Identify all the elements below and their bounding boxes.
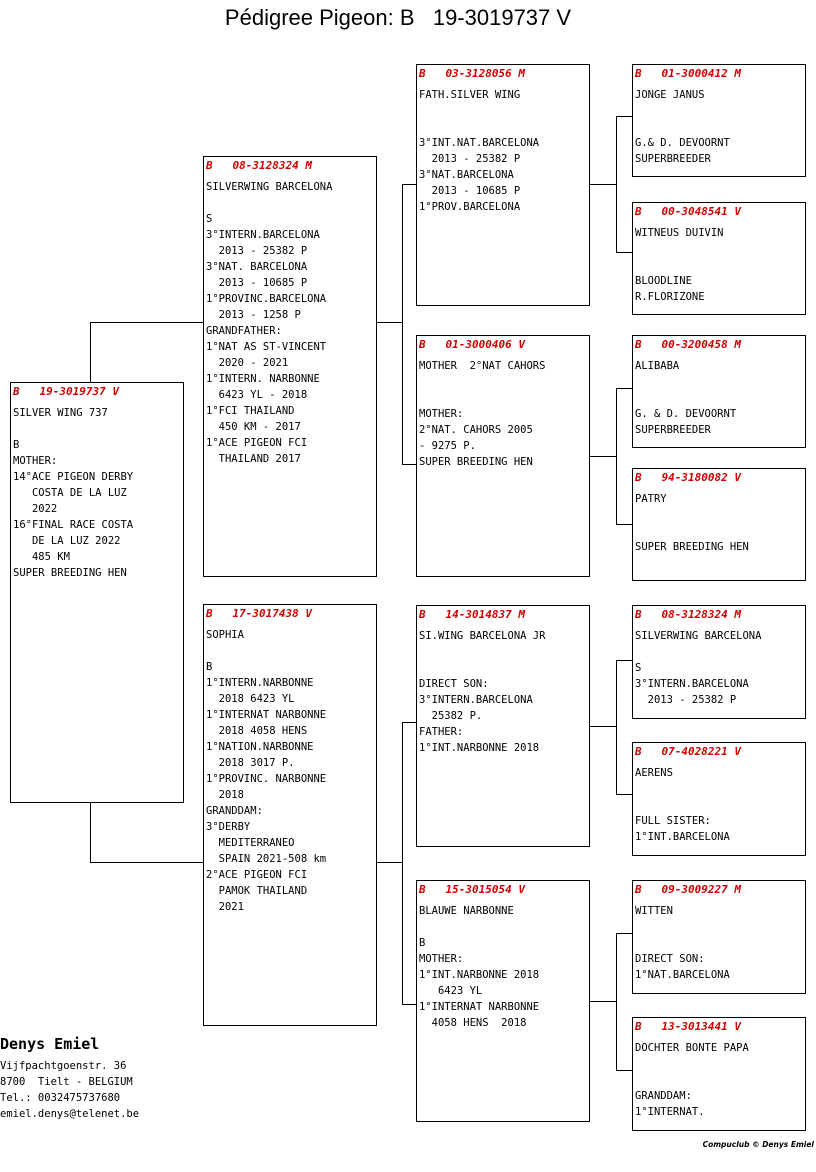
pigeon-card-dsd: B 07-4028221 V AERENS FULL SISTER: 1°INT… bbox=[632, 742, 806, 856]
ring-number: B 00-3048541 V bbox=[635, 205, 741, 218]
connector-line bbox=[589, 184, 617, 185]
connector-line bbox=[616, 1070, 633, 1071]
pigeon-card-dam-dam: B 15-3015054 V BLAUWE NARBONNE B MOTHER:… bbox=[416, 880, 590, 1122]
connector-line bbox=[616, 388, 617, 525]
connector-line bbox=[616, 524, 633, 525]
pigeon-details: PATRY SUPER BREEDING HEN bbox=[635, 493, 749, 553]
ring-number: B 01-3000412 M bbox=[635, 67, 741, 80]
owner-block: Denys Emiel Vijfpachtgoenstr. 36 8700 Ti… bbox=[0, 1034, 139, 1122]
pigeon-card-dam: B 17-3017438 V SOPHIA B 1°INTERN.NARBONN… bbox=[203, 604, 377, 1026]
ring-number: B 94-3180082 V bbox=[635, 471, 741, 484]
connector-line bbox=[616, 660, 617, 795]
ring-number: B 17-3017438 V bbox=[206, 607, 312, 620]
ring-number: B 08-3128324 M bbox=[206, 159, 312, 172]
connector-line bbox=[90, 322, 204, 323]
footer-credit: Compuclub © Denys Emiel bbox=[702, 1140, 814, 1149]
pigeon-card-sire-dam: B 01-3000406 V MOTHER 2°NAT CAHORS MOTHE… bbox=[416, 335, 590, 577]
connector-line bbox=[616, 116, 633, 117]
ring-number: B 01-3000406 V bbox=[419, 338, 525, 351]
pigeon-details: FATH.SILVER WING 3°INT.NAT.BARCELONA 201… bbox=[419, 89, 540, 213]
pigeon-details: SOPHIA B 1°INTERN.NARBONNE 2018 6423 YL … bbox=[206, 629, 327, 913]
pigeon-details: AERENS FULL SISTER: 1°INT.BARCELONA bbox=[635, 767, 730, 843]
pigeon-card-subject: B 19-3019737 V SILVER WING 737 B MOTHER:… bbox=[10, 382, 184, 803]
connector-line bbox=[402, 184, 403, 465]
connector-line bbox=[616, 933, 633, 934]
page-title: Pédigree Pigeon: B 19-3019737 V bbox=[224, 5, 572, 30]
pigeon-card-sds: B 00-3200458 M ALIBABA G. & D. DEVOORNT … bbox=[632, 335, 806, 448]
ring-number: B 19-3019737 V bbox=[13, 385, 119, 398]
pigeon-card-sss: B 01-3000412 M JONGE JANUS G.& D. DEVOOR… bbox=[632, 64, 806, 177]
ring-number: B 00-3200458 M bbox=[635, 338, 741, 351]
pigeon-card-dss: B 08-3128324 M SILVERWING BARCELONA S 3°… bbox=[632, 605, 806, 719]
pigeon-details: WITTEN DIRECT SON: 1°NAT.BARCELONA bbox=[635, 905, 730, 981]
connector-line bbox=[90, 322, 91, 383]
connector-line bbox=[376, 322, 403, 323]
connector-line bbox=[589, 456, 617, 457]
pigeon-details: SILVERWING BARCELONA S 3°INTERN.BARCELON… bbox=[635, 630, 762, 706]
connector-line bbox=[616, 252, 633, 253]
connector-line bbox=[90, 802, 91, 863]
ring-number: B 03-3128056 M bbox=[419, 67, 525, 80]
connector-line bbox=[616, 388, 633, 389]
pigeon-card-sire-sire: B 03-3128056 M FATH.SILVER WING 3°INT.NA… bbox=[416, 64, 590, 306]
ring-number: B 07-4028221 V bbox=[635, 745, 741, 758]
pigeon-details: SI.WING BARCELONA JR DIRECT SON: 3°INTER… bbox=[419, 630, 546, 754]
pigeon-card-ssd: B 00-3048541 V WITNEUS DUIVIN BLOODLINE … bbox=[632, 202, 806, 315]
pigeon-card-ddd: B 13-3013441 V DOCHTER BONTE PAPA GRANDD… bbox=[632, 1017, 806, 1131]
connector-line bbox=[402, 464, 417, 465]
pigeon-card-sire: B 08-3128324 M SILVERWING BARCELONA S 3°… bbox=[203, 156, 377, 577]
pigeon-details: WITNEUS DUIVIN BLOODLINE R.FLORIZONE bbox=[635, 227, 724, 303]
pigeon-card-dam-sire: B 14-3014837 M SI.WING BARCELONA JR DIRE… bbox=[416, 605, 590, 847]
owner-address: Vijfpachtgoenstr. 36 8700 Tielt - BELGIU… bbox=[0, 1060, 140, 1120]
connector-line bbox=[376, 862, 403, 863]
pigeon-card-dds: B 09-3009227 M WITTEN DIRECT SON: 1°NAT.… bbox=[632, 880, 806, 994]
connector-line bbox=[402, 722, 403, 1005]
pigeon-details: DOCHTER BONTE PAPA GRANDDAM: 1°INTERNAT. bbox=[635, 1042, 749, 1118]
ring-number: B 14-3014837 M bbox=[419, 608, 525, 621]
pigeon-details: SILVERWING BARCELONA S 3°INTERN.BARCELON… bbox=[206, 181, 333, 465]
owner-name: Denys Emiel bbox=[0, 1035, 100, 1053]
connector-line bbox=[402, 722, 417, 723]
pigeon-details: BLAUWE NARBONNE B MOTHER: 1°INT.NARBONNE… bbox=[419, 905, 540, 1029]
pigeon-details: MOTHER 2°NAT CAHORS MOTHER: 2°NAT. CAHOR… bbox=[419, 360, 546, 468]
ring-number: B 13-3013441 V bbox=[635, 1020, 741, 1033]
pigeon-details: SILVER WING 737 B MOTHER: 14°ACE PIGEON … bbox=[13, 407, 134, 579]
connector-line bbox=[616, 794, 633, 795]
pigeon-details: JONGE JANUS G.& D. DEVOORNT SUPERBREEDER bbox=[635, 89, 730, 165]
connector-line bbox=[616, 660, 633, 661]
connector-line bbox=[589, 1001, 617, 1002]
ring-number: B 15-3015054 V bbox=[419, 883, 525, 896]
connector-line bbox=[616, 116, 617, 253]
pigeon-card-sdd: B 94-3180082 V PATRY SUPER BREEDING HEN bbox=[632, 468, 806, 581]
ring-number: B 09-3009227 M bbox=[635, 883, 741, 896]
connector-line bbox=[589, 726, 617, 727]
ring-number: B 08-3128324 M bbox=[635, 608, 741, 621]
connector-line bbox=[402, 1004, 417, 1005]
connector-line bbox=[402, 184, 417, 185]
connector-line bbox=[90, 862, 204, 863]
connector-line bbox=[616, 933, 617, 1071]
pigeon-details: ALIBABA G. & D. DEVOORNT SUPERBREEDER bbox=[635, 360, 737, 436]
